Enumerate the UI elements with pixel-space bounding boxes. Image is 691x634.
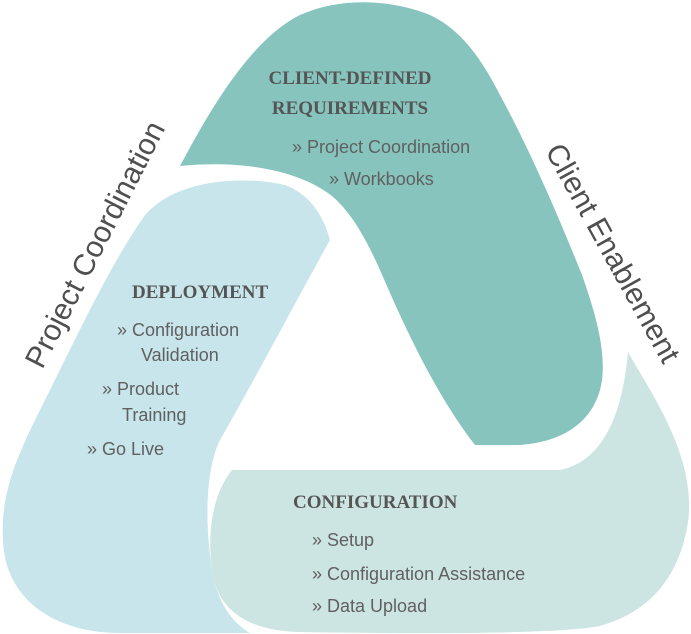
- deployment-heading: DEPLOYMENT: [132, 282, 269, 303]
- deployment-item-continuation: Validation: [141, 345, 219, 365]
- deployment-band: [2, 180, 331, 634]
- deployment-item: » Go Live: [87, 439, 164, 459]
- requirements-item: » Project Coordination: [292, 137, 470, 157]
- configuration-heading: CONFIGURATION: [293, 492, 458, 513]
- configuration-item: » Configuration Assistance: [312, 564, 525, 584]
- deployment-item: » Configuration: [117, 320, 239, 340]
- requirements-item: » Workbooks: [329, 169, 434, 189]
- deployment-item: » Product: [102, 379, 179, 399]
- deployment-item-continuation: Training: [122, 405, 186, 425]
- requirements-heading-line1: CLIENT-DEFINED: [269, 68, 432, 89]
- requirements-heading-line2: REQUIREMENTS: [272, 98, 428, 119]
- requirements-band: [180, 2, 603, 446]
- configuration-item: » Setup: [312, 530, 374, 550]
- configuration-band: [210, 352, 690, 634]
- configuration-item: » Data Upload: [312, 596, 427, 616]
